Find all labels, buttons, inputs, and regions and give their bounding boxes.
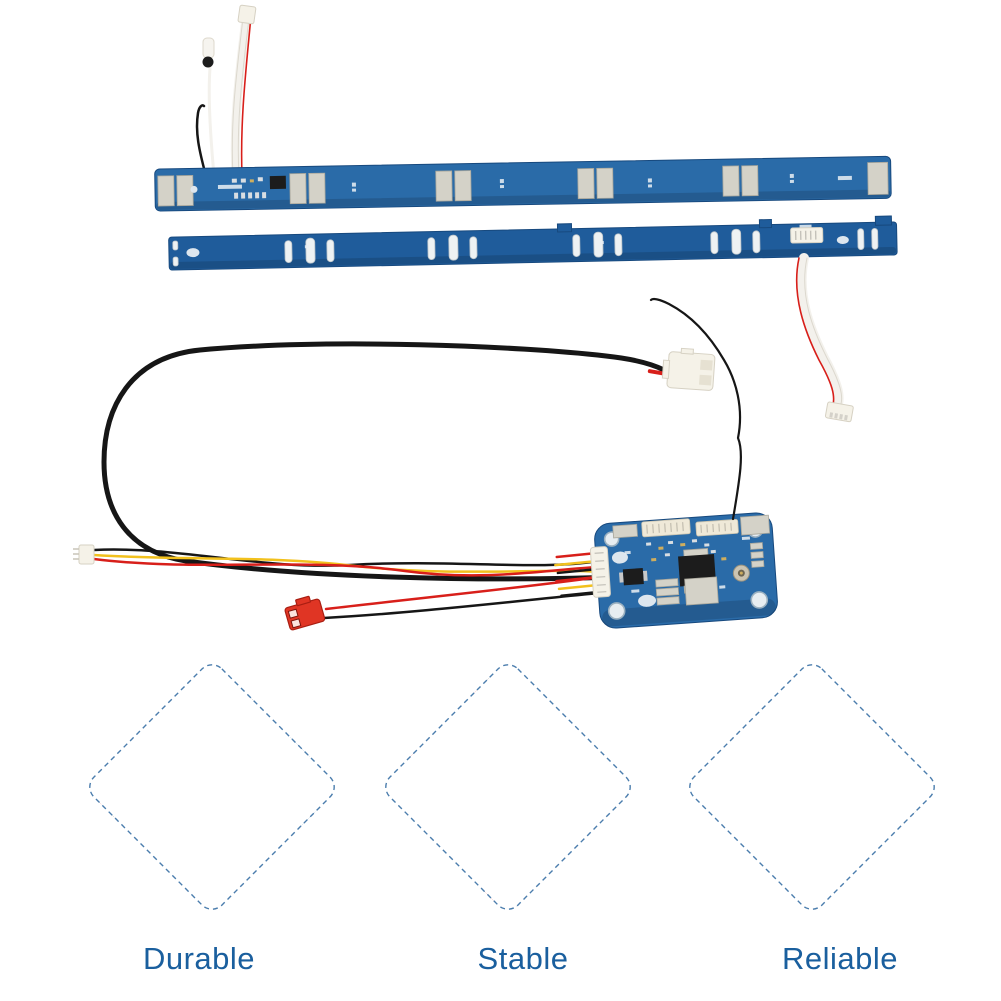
board-top-connectors [641,518,739,538]
protection-strip-front [154,155,892,212]
thermistor-body [202,37,215,59]
main-power-wire-loop [101,341,667,582]
mounting-hole [607,602,626,620]
strip-components [190,173,852,199]
strip-back-slots [172,224,879,267]
ntc-sensor-wire [649,297,742,521]
ic-chip [619,568,648,586]
thermistor-bead [202,56,214,68]
jst-red-wire [324,575,602,611]
shield-pad [684,576,719,606]
ribbon-red-stripe [795,257,835,406]
inset-diamond-stable [385,664,631,910]
strip-back-connector [790,226,824,244]
ribbon-top-connector [237,4,257,25]
strip-black-lead [195,104,208,178]
inset-diamond-durable [89,664,335,910]
shield-pad [740,514,771,536]
power-connector-white [647,347,716,391]
feature-label-stable: Stable [477,941,569,976]
feature-label-reliable: Reliable [781,941,898,976]
strip-solder-pads [157,161,889,207]
mounting-hole [750,591,769,609]
inset-diamond-reliable [689,664,935,910]
bms-board [554,512,778,629]
board-wire-connector [554,546,611,598]
ribbon-red-stripe [240,15,252,177]
thermistor-probe-top [202,37,216,178]
feature-label-durable: Durable [142,941,256,976]
strip-back-ribbon-cable [795,253,854,423]
shield-pad [612,523,638,539]
rf-connector [732,564,750,582]
balance-ribbon-cable-top [230,4,257,181]
board-passives [624,536,751,593]
strip-back-connector-pins [794,230,817,241]
jst-connector-red [284,595,326,631]
protection-strip-back [168,215,898,271]
sense-connector-3pin [73,544,95,565]
ribbon-end-connector [824,401,854,423]
